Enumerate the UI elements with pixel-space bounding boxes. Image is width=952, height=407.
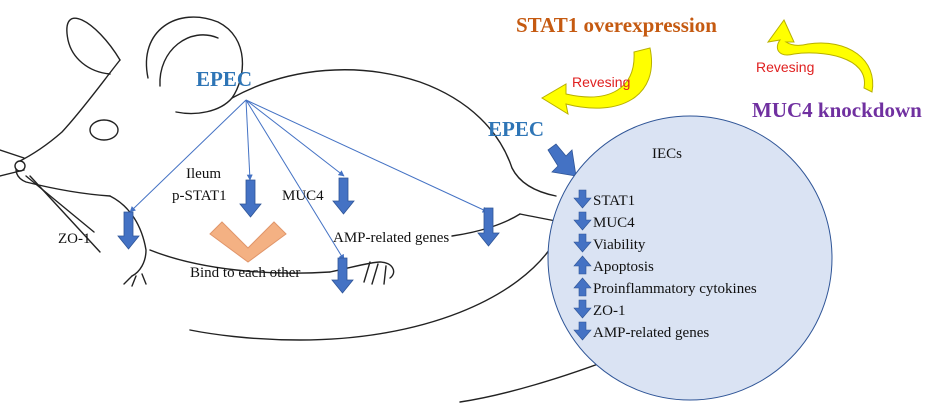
iec-label: IECs: [652, 146, 682, 162]
epec-fanout-arrows: [129, 99, 489, 261]
iec-cell: [547, 115, 833, 401]
cell-item-label: MUC4: [593, 215, 635, 231]
cell-item-label: Proinflammatory cytokines: [593, 281, 757, 297]
bind-chevron: [209, 221, 287, 263]
pstat1-label: p-STAT1: [172, 188, 227, 204]
cell-item-up-arrow: [573, 255, 592, 275]
cell-item-label: Apoptosis: [593, 259, 654, 275]
mouse-down-arrows: [117, 177, 500, 294]
reversing-curve-arrow-muc4: [766, 19, 874, 93]
bind-label: Bind to each other: [190, 265, 300, 281]
reversing-curve-arrow-stat1: [541, 47, 652, 116]
cell-items: STAT1MUC4ViabilityApoptosisProinflammato…: [573, 189, 757, 341]
cell-item-down-arrow: [573, 321, 592, 341]
zo1-mouse-label: ZO-1: [58, 231, 91, 247]
reversing-label-2: Revesing: [756, 59, 814, 75]
reversing-label-1: Revesing: [572, 74, 630, 90]
amp-mouse-label: AMP-related genes: [333, 230, 449, 246]
cell-item-label: AMP-related genes: [593, 325, 709, 341]
arrow-to-zo1: [129, 99, 247, 213]
zo1-down-arrow: [117, 211, 140, 250]
cell-item-up-arrow: [573, 277, 592, 297]
cell-item-label: STAT1: [593, 193, 635, 209]
cell-item-down-arrow: [573, 189, 592, 209]
amp-lower-down-arrow: [331, 257, 354, 294]
pstat1-down-arrow: [239, 179, 262, 218]
muc4-down-arrow: [332, 177, 355, 215]
arrow-to-muc4: [245, 99, 345, 177]
muc4-mouse-label: MUC4: [282, 188, 324, 204]
mouse-outline: [0, 16, 771, 403]
amp-down-arrow: [477, 207, 500, 247]
cell-item-down-arrow: [573, 233, 592, 253]
cell-item-label: ZO-1: [593, 303, 626, 319]
mouse-epec-label: EPEC: [196, 67, 252, 91]
muc4-knockdown-label: MUC4 knockdown: [752, 98, 922, 122]
arrow-to-pstat1: [245, 99, 253, 181]
cell-epec-label: EPEC: [488, 117, 544, 141]
cell-item-label: Viability: [593, 237, 646, 253]
ileum-label: Ileum: [186, 166, 221, 182]
cell-item-down-arrow: [573, 299, 592, 319]
arrow-to-amp-lower: [245, 99, 345, 261]
stat1-overexpression-label: STAT1 overexpression: [516, 13, 717, 37]
cell-item-down-arrow: [573, 211, 592, 231]
epec-to-iec-arrow: [547, 143, 577, 177]
arrow-to-amp: [245, 99, 489, 213]
